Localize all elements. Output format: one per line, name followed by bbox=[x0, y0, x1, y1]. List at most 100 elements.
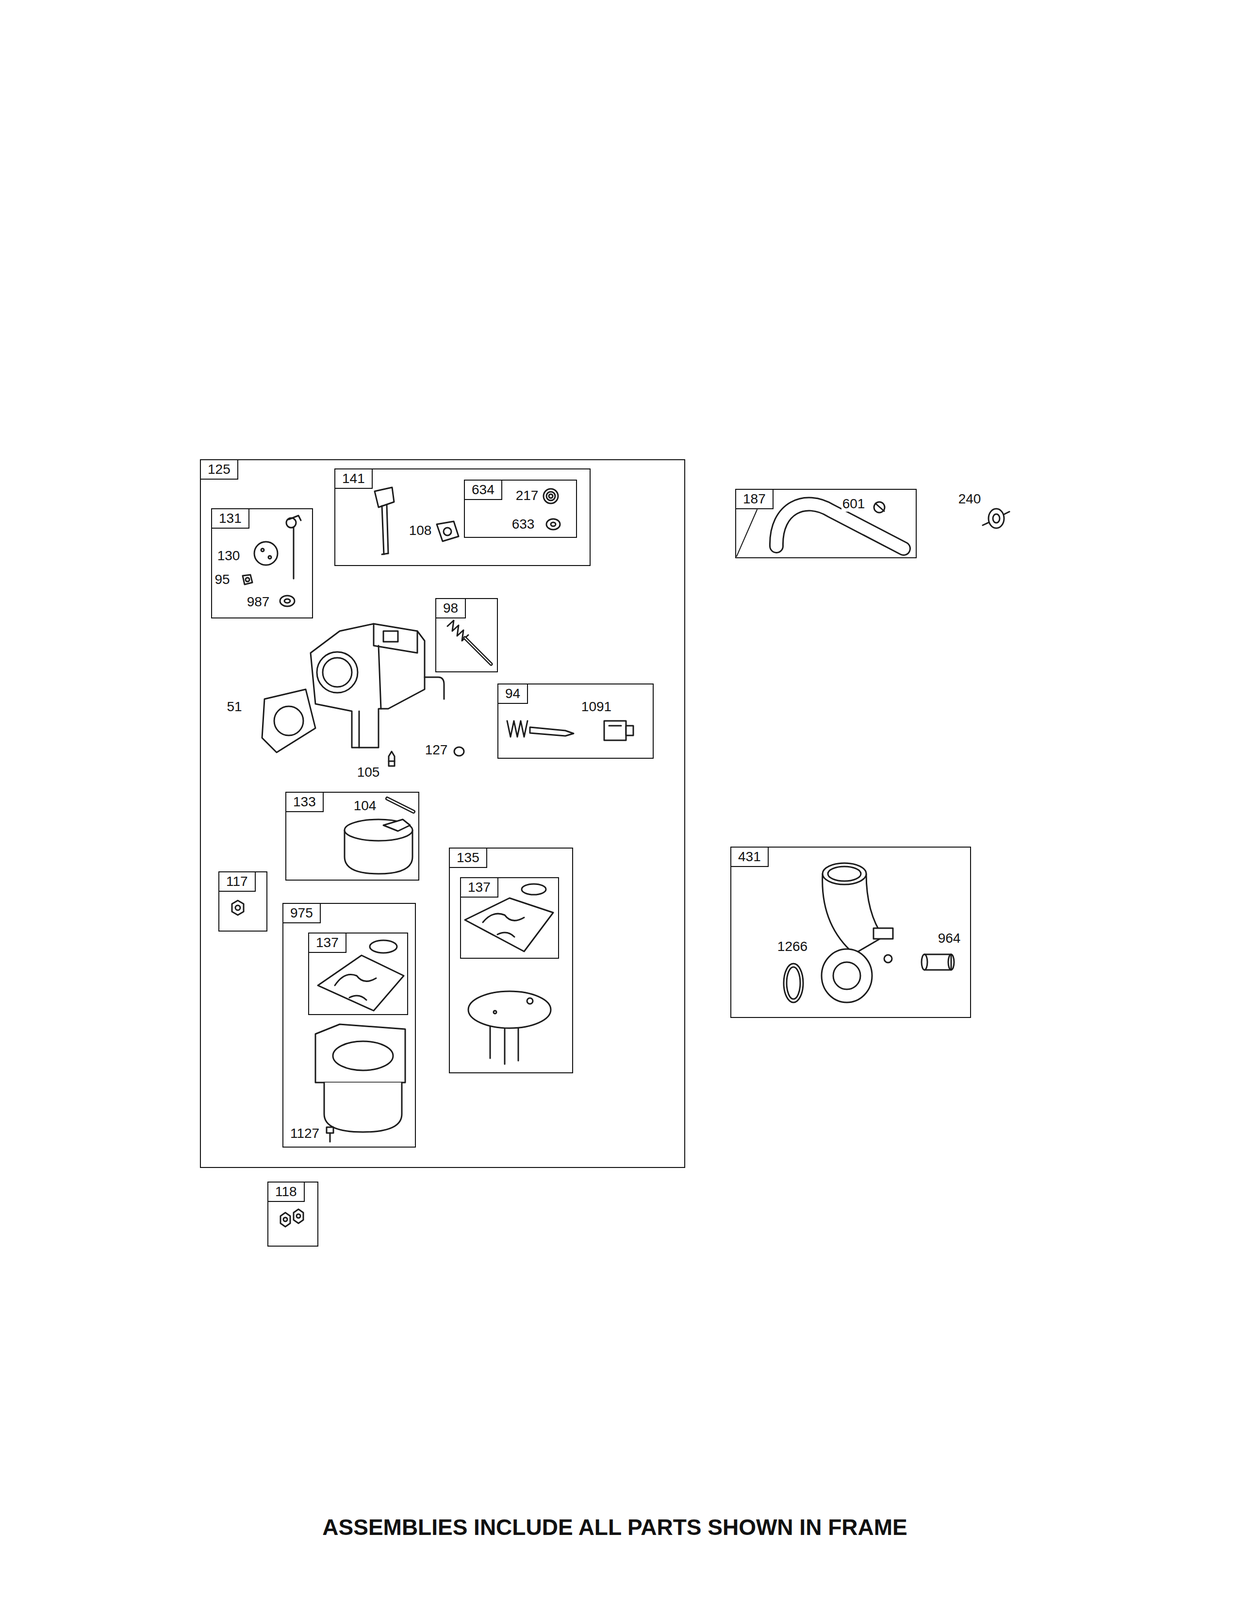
nut-pair bbox=[293, 1208, 304, 1223]
choke-plate bbox=[254, 541, 278, 565]
assembly-number: 431 bbox=[731, 847, 769, 867]
hose-clamp bbox=[873, 501, 885, 513]
intake-elbow bbox=[833, 961, 861, 989]
elbow-seal bbox=[786, 966, 801, 999]
bowl-gasket bbox=[334, 974, 377, 1001]
bowl-plate bbox=[493, 1010, 497, 1014]
intake-elbow bbox=[884, 954, 892, 963]
fuel-solenoid bbox=[604, 720, 627, 741]
assembly-frame: 187601 bbox=[735, 488, 917, 559]
choke-seal bbox=[242, 574, 253, 585]
assembly-frame: 117 bbox=[218, 871, 268, 932]
callout-number: 240 bbox=[957, 491, 983, 507]
main-jet bbox=[388, 760, 395, 762]
throttle-gasket bbox=[436, 521, 459, 542]
nut bbox=[231, 900, 244, 915]
bowl-o-ring bbox=[369, 939, 397, 953]
nut-pair bbox=[283, 1217, 288, 1221]
float-bowl bbox=[315, 1023, 406, 1132]
callout-number: 1091 bbox=[580, 698, 613, 715]
assembly-number: 634 bbox=[464, 480, 503, 500]
assembly-frame: 13113095987 bbox=[211, 508, 314, 619]
carburetor-body bbox=[322, 657, 352, 687]
idle-screw bbox=[464, 637, 492, 664]
callout-number: 217 bbox=[514, 487, 540, 504]
throttle-shaft bbox=[374, 487, 395, 555]
assembly-number: 133 bbox=[286, 792, 324, 812]
kit-gasket bbox=[464, 897, 554, 952]
bowl-plate bbox=[517, 1023, 520, 1061]
throttle-gasket bbox=[443, 527, 452, 536]
callout-number: 633 bbox=[510, 516, 536, 532]
assembly-number: 125 bbox=[200, 460, 239, 480]
assembly-number: 975 bbox=[283, 903, 321, 923]
intake-elbow bbox=[873, 927, 893, 939]
mounting-gasket bbox=[262, 689, 316, 753]
fuel-filter bbox=[982, 522, 989, 526]
callout-number: 601 bbox=[841, 495, 867, 512]
idle-screw bbox=[464, 637, 492, 664]
carburetor-body bbox=[310, 623, 425, 748]
bowl-o-ring bbox=[369, 939, 397, 953]
intake-elbow bbox=[822, 862, 867, 885]
bowl-gasket bbox=[317, 955, 404, 1011]
nut-pair bbox=[296, 1213, 301, 1218]
bowl-plate bbox=[468, 990, 551, 1064]
choke-seal bbox=[242, 574, 253, 585]
fuel-filter bbox=[988, 508, 1005, 528]
assembly-number: 117 bbox=[219, 872, 256, 892]
assembly-frame: 94 1091 bbox=[497, 683, 654, 759]
callout-number: 51 bbox=[225, 698, 243, 715]
throttle-shaft bbox=[374, 487, 395, 508]
fuel-solenoid bbox=[609, 725, 622, 727]
carburetor-body bbox=[310, 623, 445, 748]
throttle-shaft bbox=[381, 505, 384, 555]
float-bowl bbox=[324, 1082, 402, 1132]
bowl-plate bbox=[468, 990, 551, 1028]
float-pin bbox=[387, 798, 414, 812]
choke-plate bbox=[254, 541, 278, 565]
assembly-frame: 118 bbox=[267, 1181, 319, 1247]
bowl-screw bbox=[326, 1126, 334, 1133]
hose-clamp bbox=[873, 501, 885, 513]
assembly-number: 94 bbox=[498, 684, 528, 704]
bowl-gasket bbox=[317, 955, 404, 1011]
idle-washer bbox=[546, 518, 561, 530]
o-ring bbox=[454, 746, 464, 756]
hose-clamp bbox=[875, 503, 885, 511]
choke-shaft bbox=[288, 515, 301, 521]
assembly-number: 137 bbox=[309, 933, 347, 953]
float-pin bbox=[387, 798, 414, 812]
idle-washer bbox=[550, 522, 556, 527]
fuel-solenoid bbox=[626, 725, 634, 736]
float bbox=[344, 819, 413, 841]
assembly-number: 118 bbox=[268, 1182, 305, 1202]
callout-number: 1266 bbox=[776, 938, 809, 955]
idle-screw bbox=[447, 620, 492, 664]
assembly-frame: 634 217 633 bbox=[463, 479, 577, 538]
solenoid-needle bbox=[529, 726, 574, 736]
callout-number: 105 bbox=[356, 764, 381, 780]
assembly-frame: 98 bbox=[435, 597, 498, 673]
assembly-frame: 137 bbox=[308, 932, 409, 1015]
fuel-filter bbox=[1003, 511, 1010, 515]
sleeve bbox=[948, 954, 955, 970]
throttle-shaft bbox=[381, 553, 389, 555]
callout-number: 127 bbox=[424, 741, 449, 758]
sleeve bbox=[921, 954, 955, 970]
assembly-number: 98 bbox=[436, 598, 466, 619]
idle-spring bbox=[543, 488, 559, 504]
frame-slash bbox=[736, 509, 758, 557]
choke-shaft bbox=[286, 515, 301, 579]
mounting-gasket bbox=[274, 706, 304, 736]
assembly-frame: 137 bbox=[460, 876, 560, 959]
throttle-shaft bbox=[386, 504, 389, 554]
assembly-number: 141 bbox=[335, 469, 373, 489]
callout-number: 130 bbox=[216, 547, 242, 564]
kit-o-ring bbox=[521, 883, 546, 895]
kit-gasket bbox=[482, 913, 525, 937]
bowl-plate bbox=[504, 1023, 506, 1064]
o-ring bbox=[454, 746, 464, 756]
solenoid-spring bbox=[507, 720, 528, 737]
